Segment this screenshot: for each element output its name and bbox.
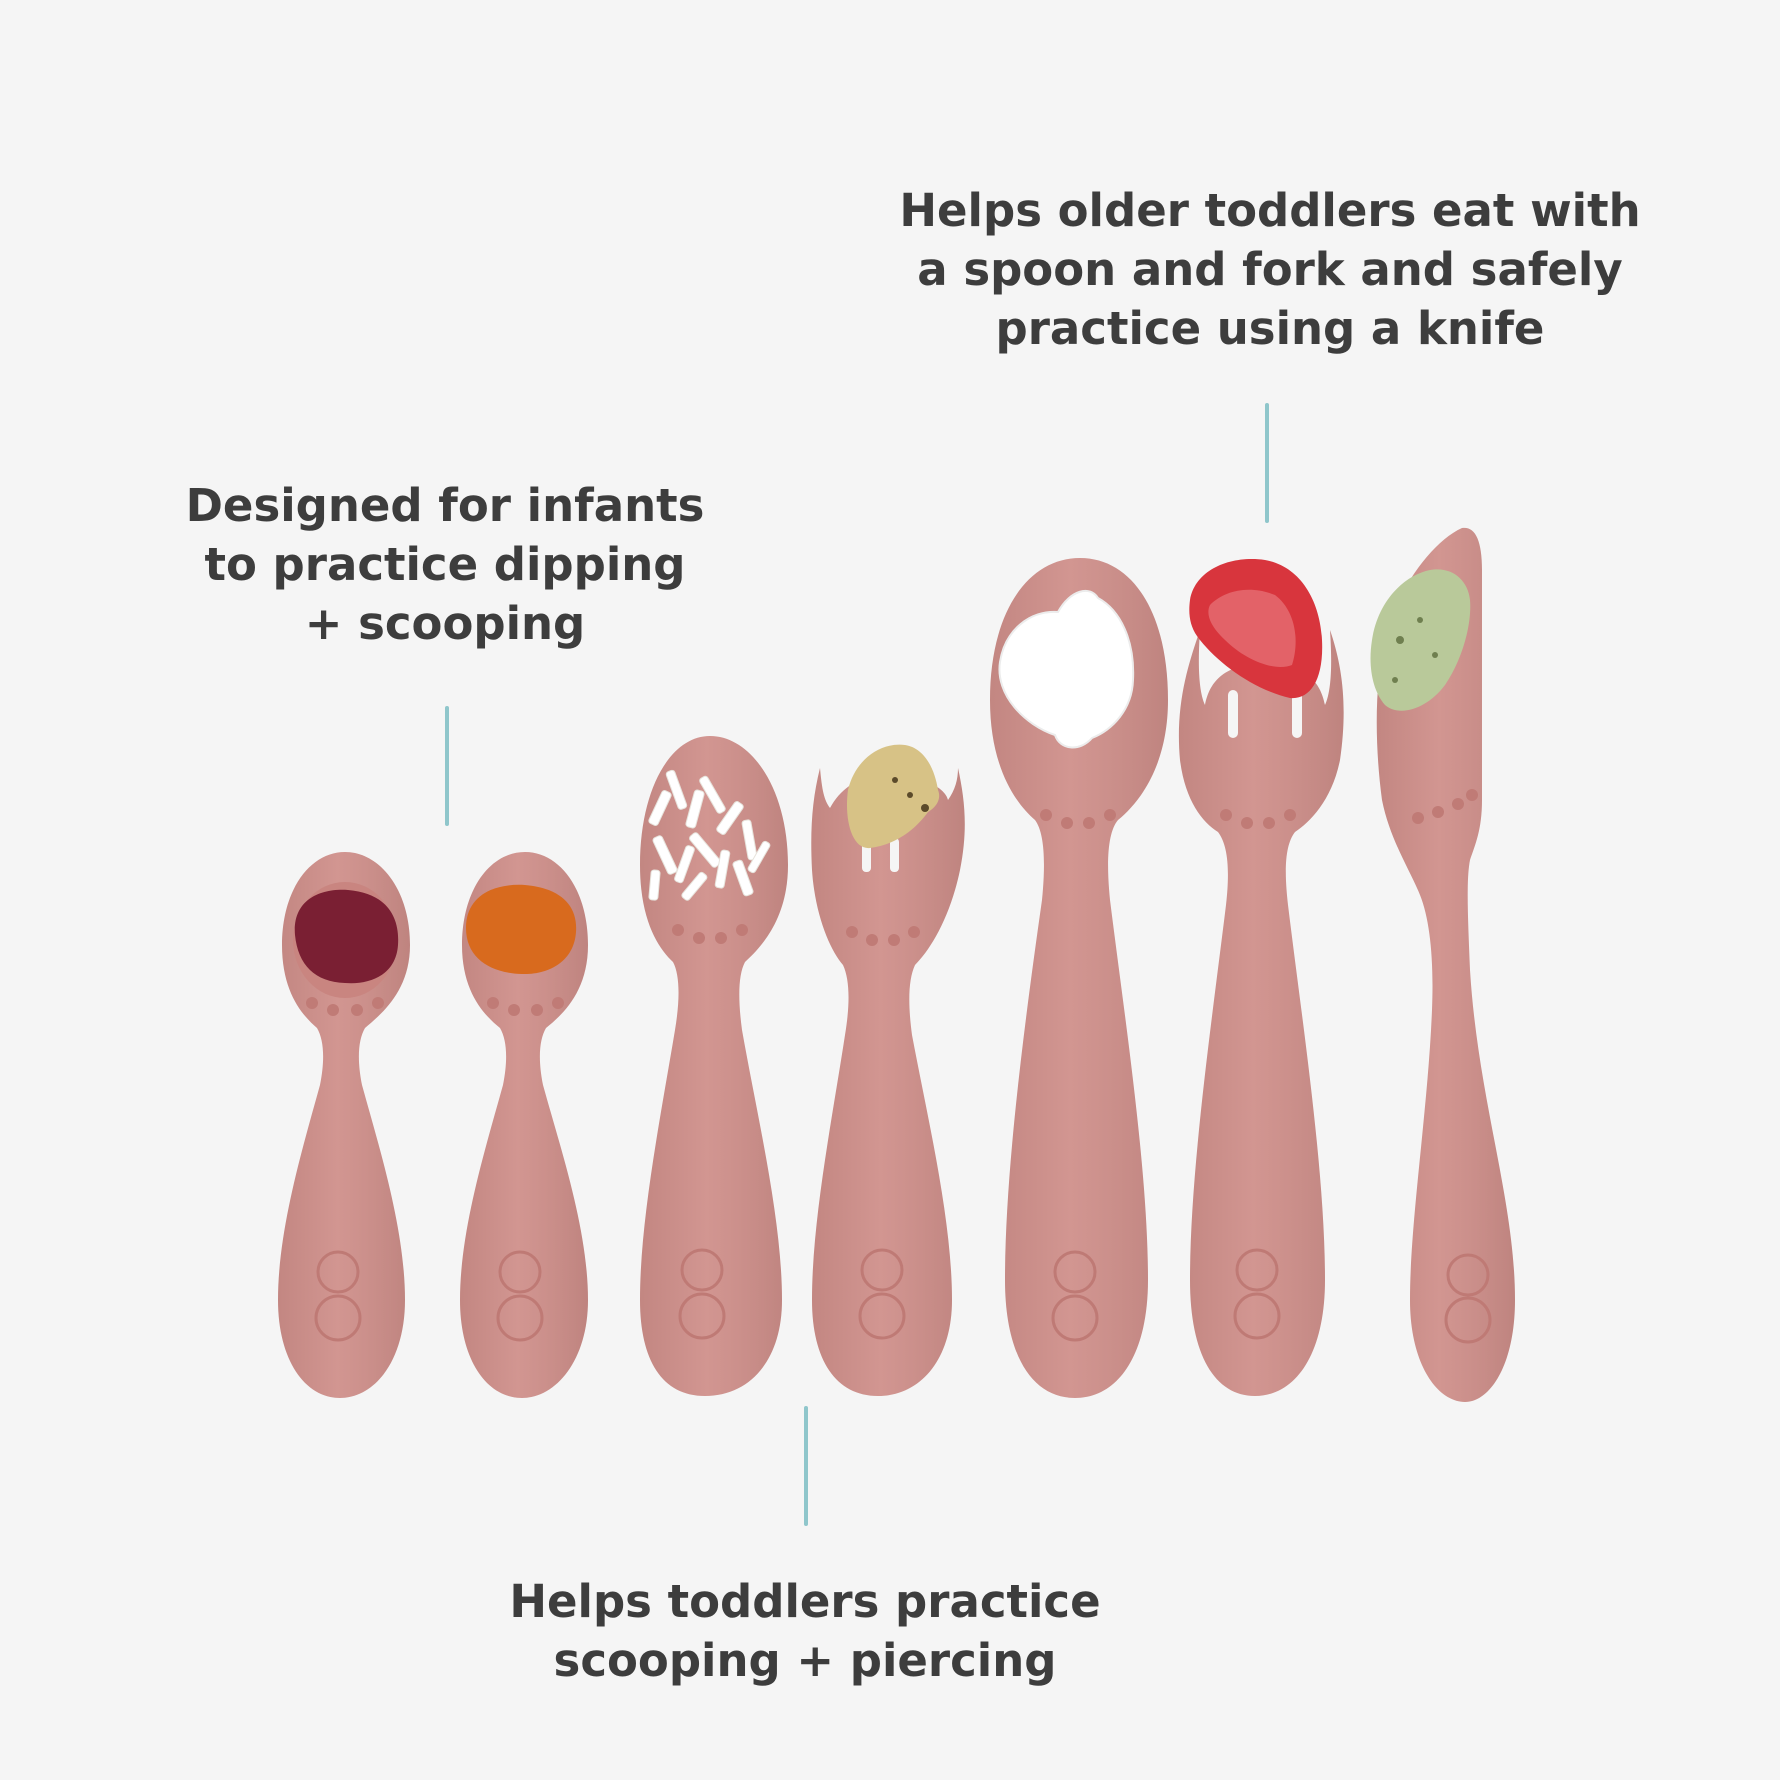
carrot-puree: [466, 884, 577, 975]
caption-infants: Designed for infants to practice dipping…: [150, 476, 740, 653]
caption-line: practice using a knife: [995, 302, 1545, 355]
caption-line: a spoon and fork and safely: [917, 243, 1623, 296]
older-toddler-spoon-yogurt: [990, 558, 1168, 1398]
banana-slice: [846, 744, 940, 849]
caption-line: to practice dipping: [204, 538, 686, 591]
connector-line-toddlers: [804, 1406, 808, 1526]
connector-line-older-toddlers: [1265, 403, 1269, 523]
avocado-spread: [1370, 569, 1471, 711]
caption-line: scooping + piercing: [553, 1634, 1057, 1687]
infant-spoon-carrot: [460, 852, 588, 1398]
toddler-spoon-coconut: [640, 736, 788, 1396]
older-toddler-fork-strawberry: [1178, 559, 1344, 1396]
caption-line: Helps toddlers practice: [509, 1575, 1101, 1628]
connector-line-infants: [445, 706, 449, 826]
berry-puree: [294, 889, 399, 984]
caption-older-toddlers: Helps older toddlers eat with a spoon an…: [880, 181, 1660, 358]
caption-line: Designed for infants: [185, 479, 705, 532]
caption-line: Helps older toddlers eat with: [899, 184, 1641, 237]
toddler-fork-banana: [811, 744, 965, 1396]
caption-toddlers: Helps toddlers practice scooping + pierc…: [460, 1572, 1150, 1690]
caption-line: + scooping: [304, 597, 586, 650]
shredded-coconut: [648, 769, 771, 901]
yogurt: [998, 589, 1135, 749]
infant-spoon-berry: [278, 852, 410, 1398]
older-toddler-knife-avocado: [1370, 527, 1515, 1402]
